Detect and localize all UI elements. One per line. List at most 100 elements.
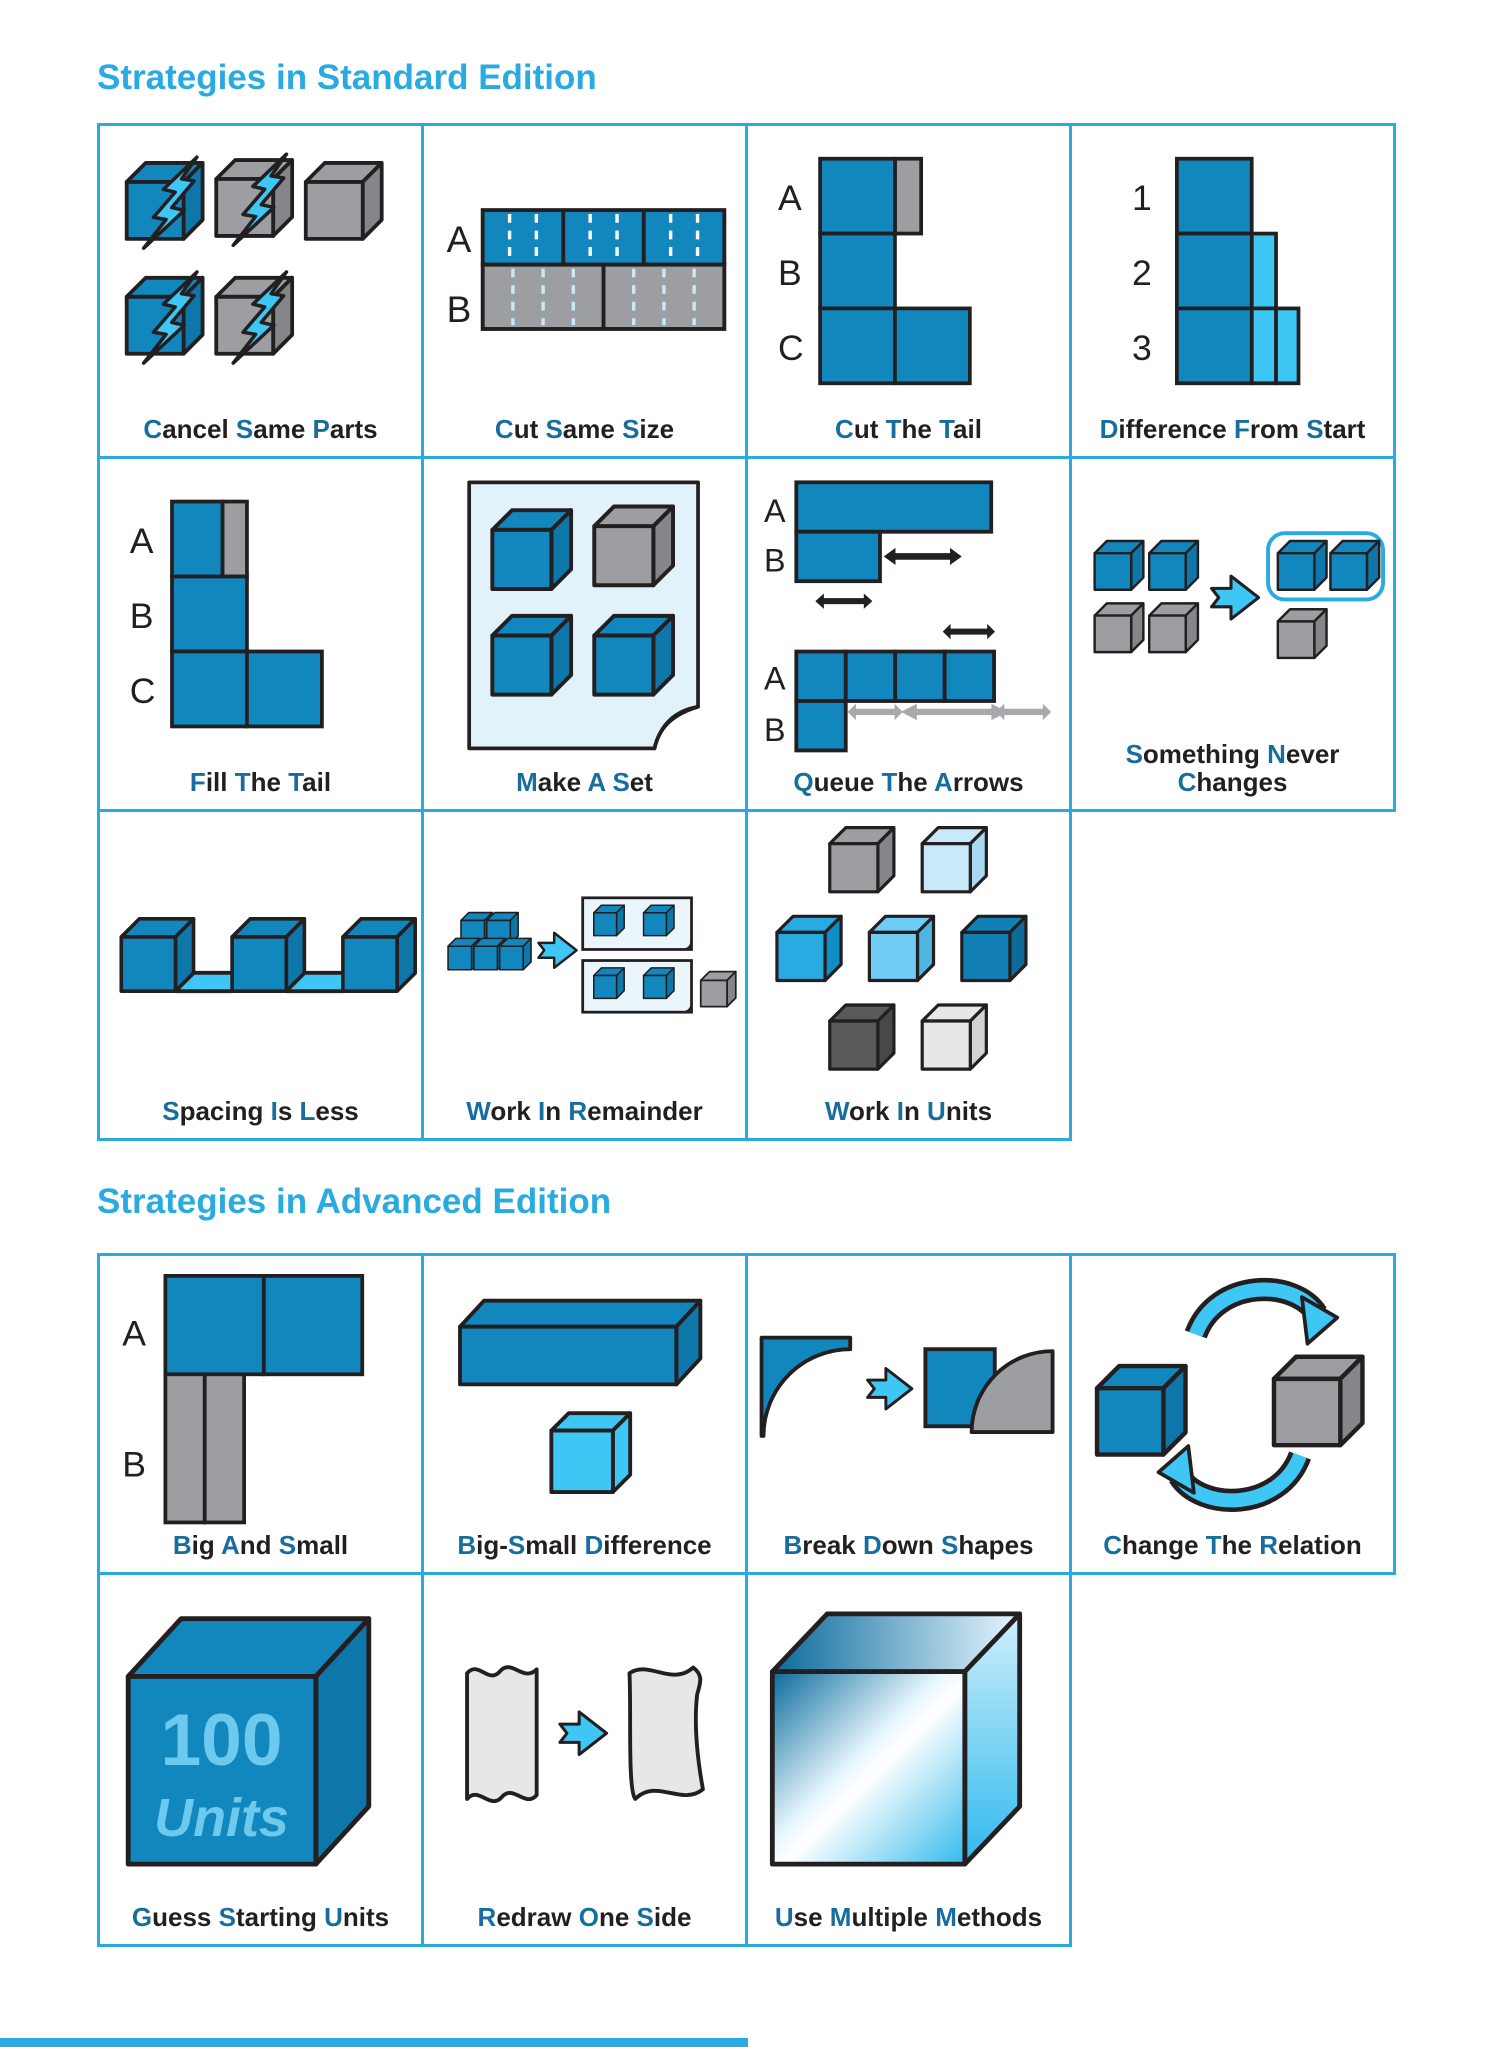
row-label: 3 bbox=[1131, 328, 1151, 368]
something-never-changes-figure bbox=[1092, 531, 1385, 660]
strategy-cell-use-multiple-methods: Use Multiple Methods bbox=[745, 1572, 1072, 1947]
row-label: A bbox=[446, 218, 471, 260]
break-down-shapes-figure bbox=[759, 1335, 1055, 1438]
figure-area: A B C bbox=[100, 459, 421, 768]
cube-icon bbox=[867, 914, 935, 982]
long-bar-3d bbox=[457, 1298, 702, 1387]
cube-icon bbox=[1273, 1356, 1361, 1444]
cube-icon bbox=[827, 825, 896, 894]
cube-icon bbox=[699, 970, 737, 1008]
fill-the-tail-figure: A B C bbox=[129, 499, 324, 729]
cube-text-100: 100 bbox=[160, 1699, 282, 1781]
row-label: B bbox=[764, 712, 786, 748]
cube-icon bbox=[1097, 1366, 1185, 1454]
double-arrow-icon bbox=[815, 593, 873, 609]
row-label: 2 bbox=[1131, 253, 1151, 293]
strategy-label: Big And Small bbox=[172, 1530, 349, 1561]
standard-strategies-grid: Cancel Same Parts A B bbox=[97, 123, 1396, 1141]
work-in-units-figure bbox=[774, 825, 1028, 1071]
row-label: C bbox=[129, 671, 155, 711]
strategy-label: Work In Remainder bbox=[466, 1096, 703, 1127]
figure-area: 100 Units bbox=[100, 1575, 421, 1903]
cube-icon bbox=[592, 904, 625, 937]
figure-area bbox=[424, 459, 745, 768]
cube-icon bbox=[592, 966, 625, 999]
cube-icon bbox=[1276, 608, 1328, 660]
strategy-label: Something Never Changes bbox=[1125, 738, 1340, 798]
figure-area bbox=[100, 126, 421, 415]
strategy-cell-cut-same-size: A B bbox=[421, 123, 748, 459]
strategy-label: Redraw One Side bbox=[477, 1902, 692, 1933]
strategy-label: Cut The Tail bbox=[835, 414, 982, 445]
row-label: B bbox=[129, 596, 153, 636]
row-label: A bbox=[778, 178, 802, 218]
redraw-one-side-figure bbox=[464, 1665, 705, 1804]
cube-icon bbox=[827, 1003, 896, 1071]
row-label: 1 bbox=[1131, 178, 1151, 218]
strategy-label: Guess Starting Units bbox=[131, 1902, 390, 1933]
figure-area: 1 2 3 bbox=[1072, 126, 1393, 415]
grid-row: A B Big And Small bbox=[97, 1253, 1396, 1575]
cube-icon bbox=[489, 613, 573, 697]
cube-icon bbox=[1147, 540, 1199, 592]
strategy-cell-fill-the-tail: A B C Fill The Tail bbox=[97, 456, 424, 812]
grid-row: Cancel Same Parts A B bbox=[97, 123, 1396, 459]
double-arrow-icon bbox=[883, 547, 962, 565]
advanced-strategies-grid: A B Big And Small bbox=[97, 1253, 1396, 1947]
big-and-small-figure: A B bbox=[122, 1273, 364, 1525]
strategy-cell-guess-starting-units: 100 Units Guess Starting Units bbox=[97, 1572, 424, 1947]
arrow-right-icon bbox=[557, 1710, 608, 1757]
strategy-label: Break Down Shapes bbox=[783, 1530, 1034, 1561]
strategy-label: Make A Set bbox=[516, 767, 653, 798]
figure-area bbox=[100, 812, 421, 1097]
cube-icon bbox=[489, 507, 573, 591]
arrow-right-icon bbox=[865, 1366, 913, 1411]
cube-icon bbox=[340, 916, 417, 993]
double-arrow-icon bbox=[995, 703, 1052, 720]
grid-row: Spacing Is Less bbox=[97, 809, 1393, 1141]
figure-area bbox=[1072, 1256, 1393, 1531]
strategy-cell-work-in-remainder: Work In Remainder bbox=[421, 809, 748, 1141]
figure-area bbox=[424, 812, 745, 1097]
strategy-cell-big-and-small: A B Big And Small bbox=[97, 1253, 424, 1575]
grid-row: 100 Units Guess Starting Units Redraw On… bbox=[97, 1572, 1393, 1947]
strategy-label: Fill The Tail bbox=[189, 767, 332, 798]
double-arrow-icon bbox=[900, 703, 1008, 720]
strategy-label: Difference From Start bbox=[1099, 414, 1366, 445]
lightning-cube-icon bbox=[213, 152, 294, 247]
figure-area: A B bbox=[424, 126, 745, 415]
strategy-cell-break-down-shapes: Break Down Shapes bbox=[745, 1253, 1072, 1575]
paper-shape bbox=[627, 1665, 705, 1802]
arrow-right-icon bbox=[536, 931, 578, 969]
highlight-outline bbox=[1265, 531, 1385, 602]
use-multiple-methods-figure bbox=[769, 1611, 1022, 1867]
row-label: C bbox=[778, 328, 804, 368]
strategy-cell-work-in-units: Work In Units bbox=[745, 809, 1072, 1141]
row-label: B bbox=[764, 542, 786, 578]
strategy-label: Use Multiple Methods bbox=[774, 1902, 1043, 1933]
figure-area: A B A B bbox=[748, 459, 1069, 768]
lightning-cube-icon bbox=[213, 269, 294, 365]
cube-icon bbox=[1092, 602, 1145, 654]
rotate-arrow-top bbox=[1184, 1277, 1339, 1346]
footer-accent-bar bbox=[0, 2038, 748, 2047]
cut-same-size-figure: A B bbox=[446, 207, 726, 331]
gradient-cube-3d bbox=[769, 1611, 1022, 1867]
section-title-advanced: Strategies in Advanced Edition bbox=[97, 1182, 612, 1221]
cancel-same-parts-figure bbox=[124, 152, 384, 365]
row-label: A bbox=[122, 1313, 146, 1353]
row-label: A bbox=[764, 660, 786, 696]
arrow-right-icon bbox=[1209, 574, 1260, 622]
strategy-label: Spacing Is Less bbox=[162, 1096, 359, 1127]
figure-area bbox=[1072, 459, 1393, 740]
difference-from-start-figure: 1 2 3 bbox=[1131, 156, 1300, 385]
strategy-label: Cancel Same Parts bbox=[143, 414, 378, 445]
strategy-cell-make-a-set: Make A Set bbox=[421, 456, 748, 812]
strategy-cell-cut-the-tail: A B C Cut The Tail bbox=[745, 123, 1072, 459]
strategy-cell-cancel-same-parts: Cancel Same Parts bbox=[97, 123, 424, 459]
cube-icon bbox=[1147, 602, 1199, 654]
row-label: B bbox=[446, 288, 471, 330]
cube-icon bbox=[118, 916, 195, 993]
cube-text-units: Units bbox=[154, 1788, 289, 1848]
